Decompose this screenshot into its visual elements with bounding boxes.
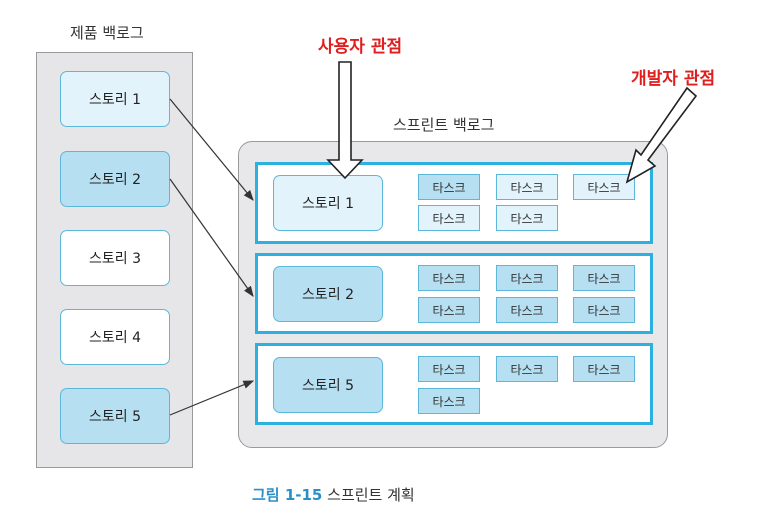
figure-caption: 그림 1-15 스프린트 계획 — [252, 484, 415, 505]
sprint-row-2-task: 타스크 — [496, 297, 558, 323]
sprint-row-2-task: 타스크 — [496, 265, 558, 291]
user-perspective-arrow — [326, 61, 364, 180]
caption-text: 스프린트 계획 — [327, 486, 415, 504]
sprint-row-2-task: 타스크 — [418, 297, 480, 323]
sprint-row-2-task: 타스크 — [573, 265, 635, 291]
sprint-row-1-task: 타스크 — [573, 174, 635, 200]
developer-perspective-label: 개발자 관점 — [631, 69, 716, 89]
product-story-1: 스토리 1 — [60, 71, 170, 127]
developer-perspective-arrow — [625, 86, 698, 184]
caption-number: 그림 1-15 — [252, 486, 323, 504]
sprint-row-2-story: 스토리 2 — [273, 266, 383, 322]
product-story-3: 스토리 3 — [60, 230, 170, 286]
arrow-story-5 — [169, 380, 255, 416]
product-story-2: 스토리 2 — [60, 151, 170, 207]
sprint-row-2-task: 타스크 — [418, 265, 480, 291]
sprint-row-1-task: 타스크 — [418, 174, 480, 200]
product-story-4: 스토리 4 — [60, 309, 170, 365]
sprint-row-2-task: 타스크 — [573, 297, 635, 323]
sprint-row-1-task: 타스크 — [496, 205, 558, 231]
sprint-row-1-task: 타스크 — [418, 205, 480, 231]
sprint-row-3-task: 타스크 — [496, 356, 558, 382]
arrow-story-2 — [169, 178, 254, 297]
arrow-story-1 — [169, 98, 254, 201]
sprint-backlog-title: 스프린트 백로그 — [393, 116, 495, 134]
sprint-row-3-task: 타스크 — [418, 356, 480, 382]
user-perspective-label: 사용자 관점 — [318, 37, 403, 57]
sprint-row-1-task: 타스크 — [496, 174, 558, 200]
sprint-row-3-task: 타스크 — [418, 388, 480, 414]
sprint-row-3-story: 스토리 5 — [273, 357, 383, 413]
sprint-row-3-task: 타스크 — [573, 356, 635, 382]
sprint-row-1-story: 스토리 1 — [273, 175, 383, 231]
product-story-5: 스토리 5 — [60, 388, 170, 444]
product-backlog-title: 제품 백로그 — [70, 24, 144, 42]
